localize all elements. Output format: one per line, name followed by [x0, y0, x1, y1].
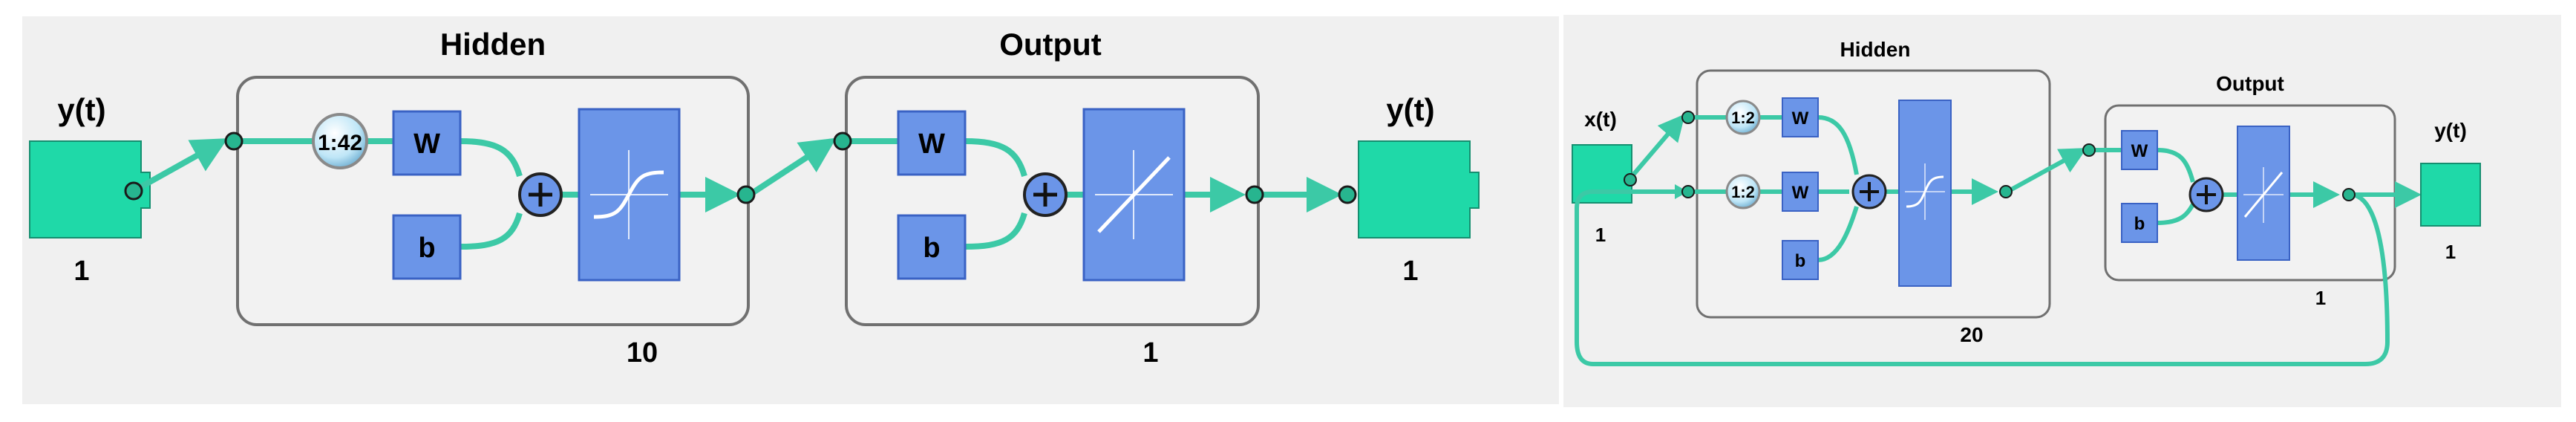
junction-dots	[124, 132, 1357, 204]
output-block	[2420, 163, 2481, 227]
output-bias-block	[2121, 203, 2158, 243]
input-label: x(t)	[1584, 108, 1617, 131]
narx-open-loop-diagram: y(t) 1 Hidden 10 Output 1 1:42	[22, 16, 1559, 404]
output-sum-plus-icon	[2188, 177, 2224, 212]
hidden-weight-block	[392, 110, 462, 176]
narx-closed-loop-diagram: x(t) 1 Hidden 20 Output 1	[1563, 15, 2561, 407]
hidden-layer-title: Hidden	[440, 27, 546, 62]
output-bias-label: b	[923, 233, 940, 264]
hidden-weight-label-1: W	[1792, 108, 1809, 129]
output-layer-title: Output	[2216, 72, 2284, 95]
hidden-weight-label-2: W	[1792, 183, 1809, 203]
hidden-weight-label: W	[413, 129, 440, 160]
connections	[132, 137, 1342, 250]
hidden-delay-clock-icon: 1:42	[312, 113, 368, 169]
output-io-size: 1	[1402, 256, 1418, 287]
hidden-bias-label: b	[418, 233, 435, 264]
hidden-layer-size: 20	[1960, 323, 1983, 346]
diagram-right-svg: x(t) 1 Hidden 20 Output 1	[1572, 38, 2481, 366]
input-size: 1	[73, 256, 89, 287]
output-layer-title: Output	[999, 27, 1102, 62]
output-layer-size: 1	[2315, 287, 2326, 309]
hidden-weight-block-1	[1782, 97, 1819, 137]
output-weight-block	[897, 110, 967, 176]
hidden-sum-plus-icon	[518, 172, 563, 217]
junction-dots	[1624, 111, 2356, 201]
purelin-line-icon	[1095, 150, 1173, 239]
output-weight-block	[2121, 130, 2158, 170]
hidden-layer-title: Hidden	[1840, 38, 1911, 61]
input-label: y(t)	[57, 92, 105, 127]
hidden-delay-label: 1:42	[318, 131, 362, 155]
output-layer-size: 1	[1142, 337, 1158, 369]
output-io-size: 1	[2445, 241, 2456, 263]
tansig-curve-icon	[1905, 163, 1945, 220]
output-label: y(t)	[1386, 92, 1434, 127]
diagram-left-svg: y(t) 1 Hidden 10 Output 1 1:42	[29, 27, 1480, 369]
input-size: 1	[1595, 224, 1606, 246]
hidden-delay-clock-icon-1: 1:2	[1725, 100, 1761, 135]
output-bias-label: b	[2134, 214, 2145, 234]
hidden-delay-label-2: 1:2	[1731, 183, 1755, 201]
output-label: y(t)	[2434, 119, 2467, 142]
output-bias-block	[897, 214, 967, 280]
hidden-bias-block	[1782, 240, 1819, 280]
hidden-delay-label-1: 1:2	[1731, 108, 1755, 127]
hidden-sum-plus-icon	[1851, 174, 1887, 210]
output-weight-label: W	[918, 129, 945, 160]
purelin-line-icon	[2243, 167, 2284, 223]
hidden-layer-size: 10	[627, 337, 658, 369]
tansig-curve-icon	[590, 150, 668, 239]
output-sum-plus-icon	[1023, 172, 1068, 217]
output-weight-label: W	[2131, 141, 2148, 161]
hidden-delay-clock-icon-2: 1:2	[1725, 174, 1761, 210]
hidden-bias-label: b	[1795, 251, 1806, 271]
input-block	[29, 140, 151, 238]
hidden-bias-block	[392, 214, 462, 280]
hidden-weight-block-2	[1782, 172, 1819, 212]
output-block	[1358, 140, 1480, 238]
